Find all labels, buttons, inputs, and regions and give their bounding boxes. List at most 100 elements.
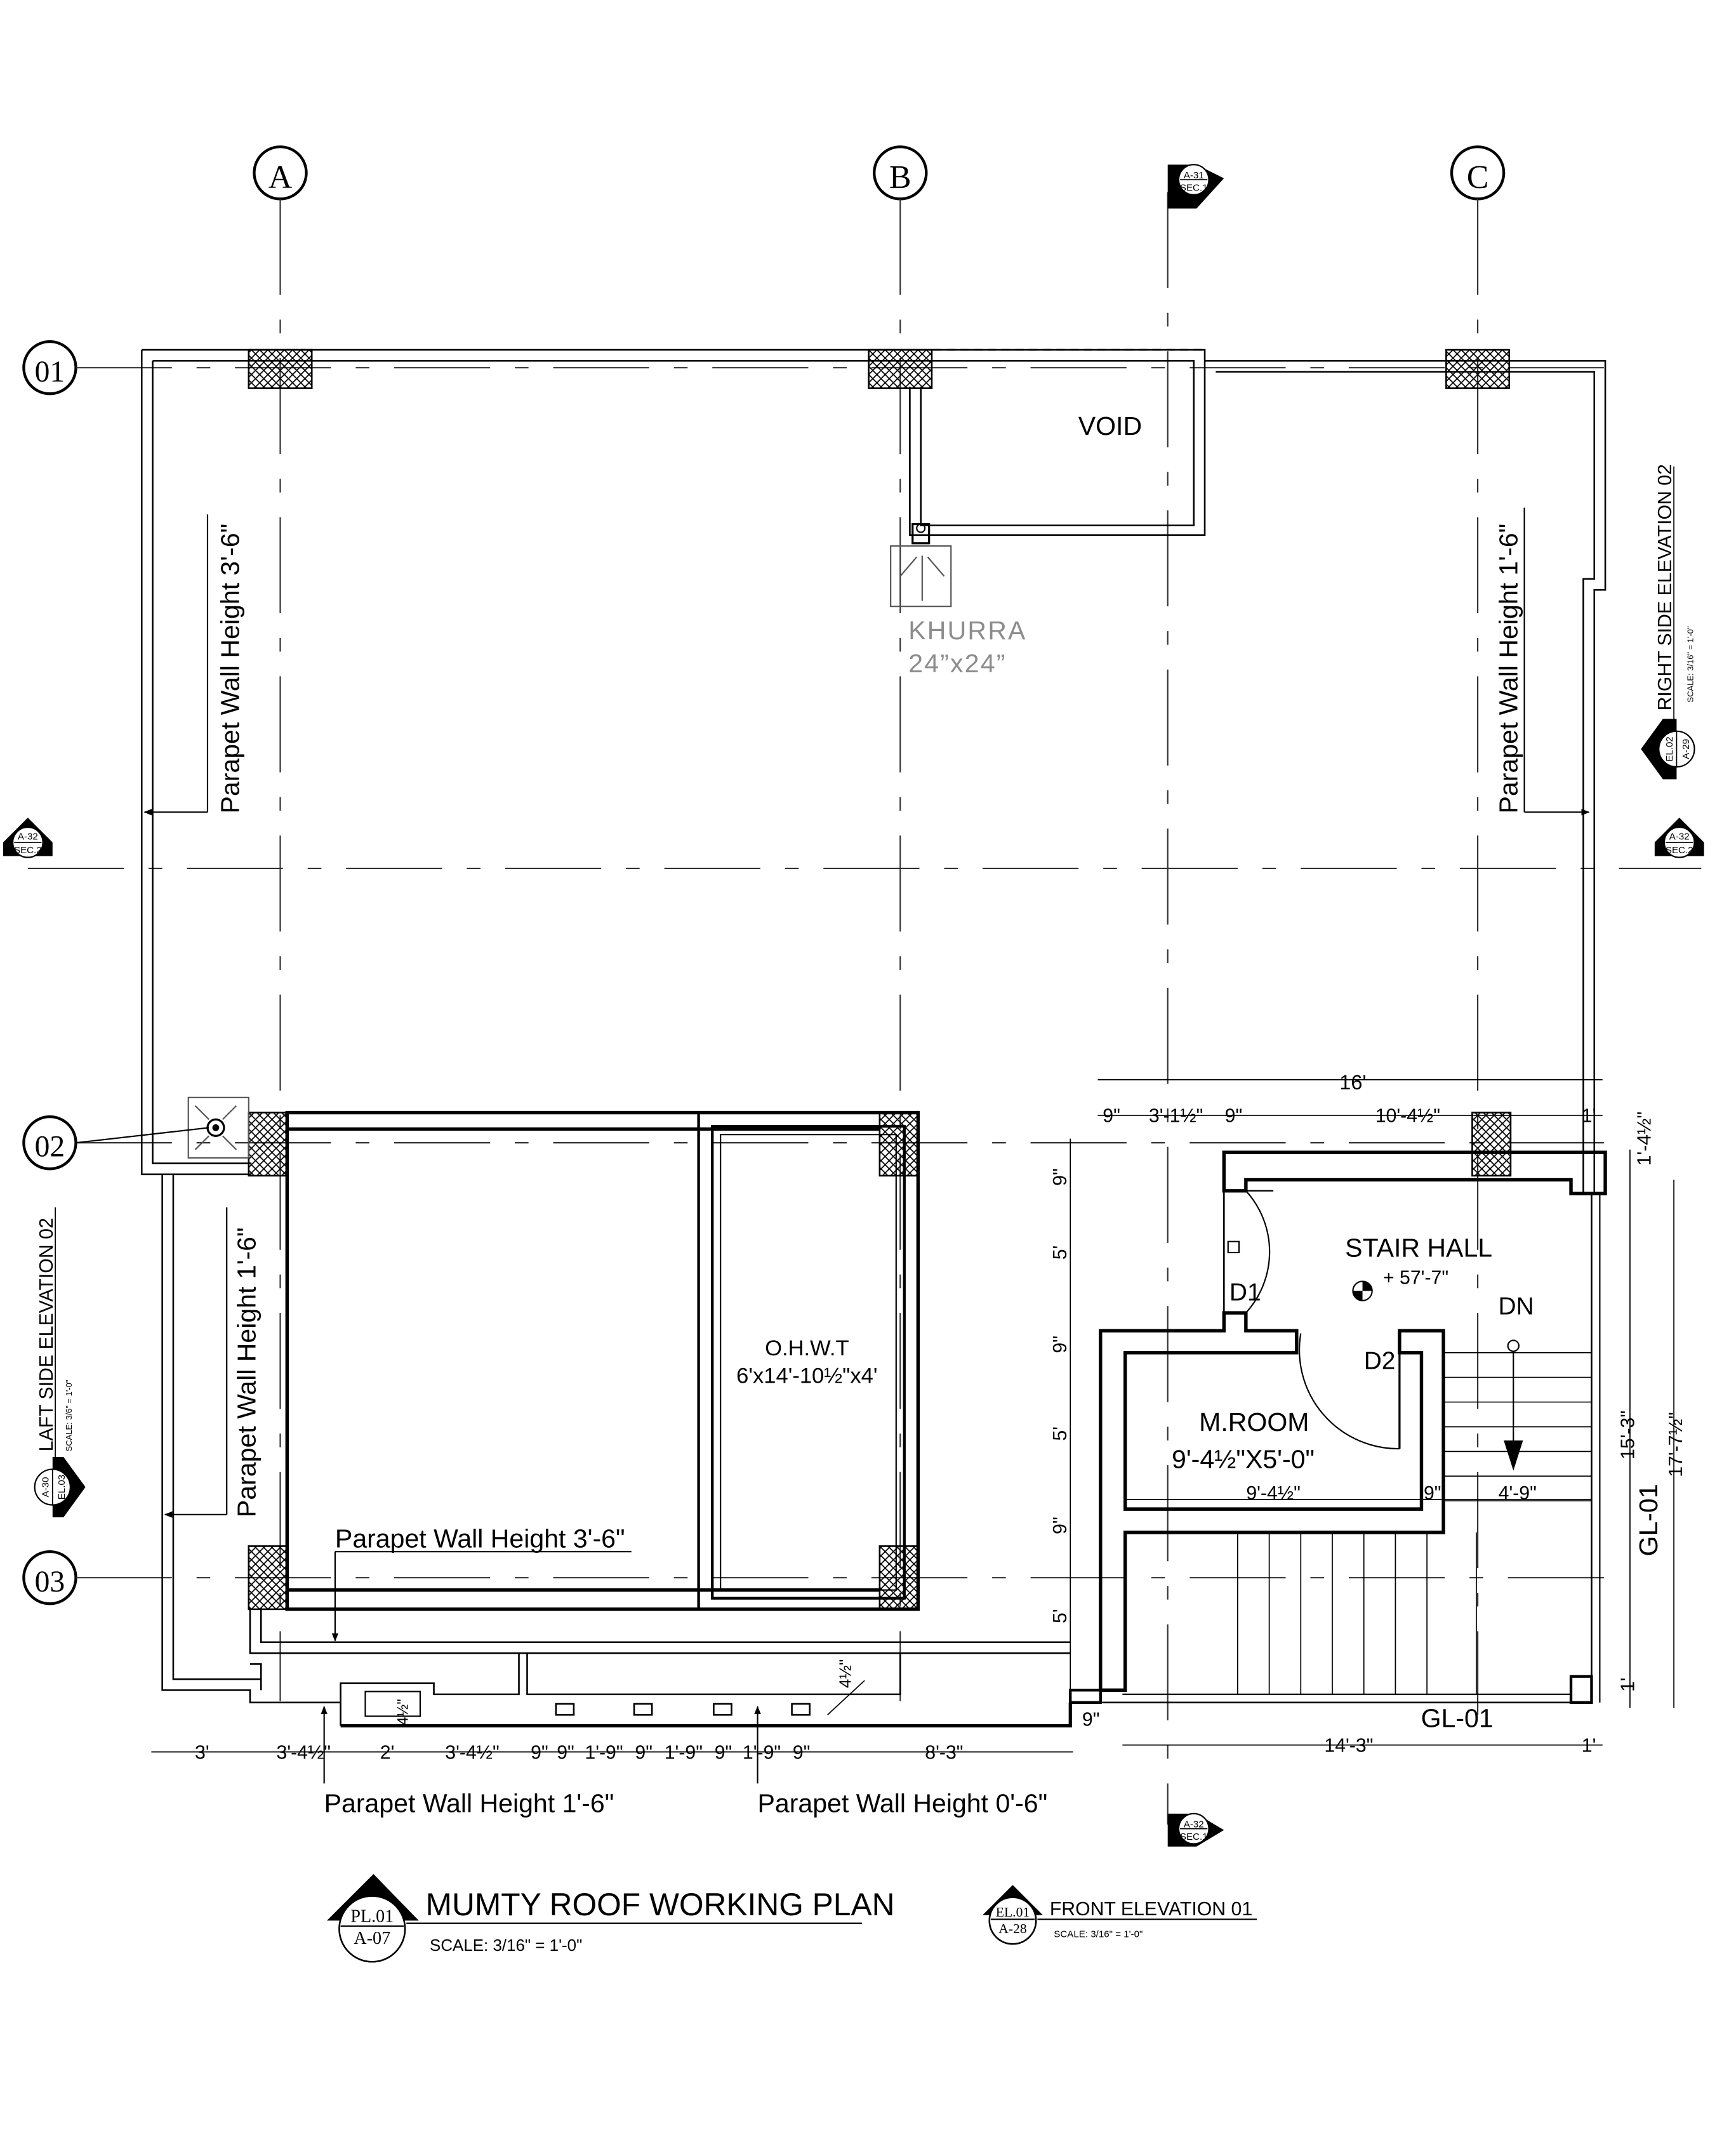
section-marker-bottom: A-32 SEC.1 (1167, 1812, 1224, 1847)
left-elev-ref: EL.03 (56, 1475, 67, 1499)
mroom-size: 9'-4½"X5'-0" (1172, 1444, 1315, 1473)
stair-hall: D1 D2 DN + 57'-7" (1069, 1150, 1607, 1704)
dim-bottom-right-1: 1' (1582, 1736, 1596, 1757)
right-elev-sheet: A-29 (1681, 739, 1692, 759)
stair-down-label: DN (1499, 1293, 1534, 1320)
dim-top-1: 3'-1½" (1149, 1106, 1203, 1127)
dim-top-0: 9" (1103, 1106, 1120, 1127)
dim-stair-width: 4'-9" (1499, 1483, 1537, 1504)
dim-bottom-3: 3'-4½" (445, 1742, 499, 1763)
grid-label-a: A (268, 159, 293, 196)
section-left-sheet: SEC.2 (14, 845, 42, 856)
mroom-label: M.ROOM (1199, 1407, 1309, 1437)
dim-bottom-11: 9" (793, 1742, 811, 1763)
ohwt-label: O.H.W.T (765, 1336, 849, 1360)
dim-mroom-wall: 9" (1424, 1483, 1441, 1504)
dim-mroom-width: 9'-4½" (1246, 1483, 1300, 1504)
note-parapet-bottom-right: Parapet Wall Height 0'-6" (758, 1789, 1048, 1818)
ohwt-size: 6'x14'-10½"x4' (736, 1364, 877, 1388)
note-parapet-bottom-mid: Parapet Wall Height 3'-6" (335, 1524, 625, 1553)
section-marker-top: A-31 SEC.1 (1167, 164, 1224, 209)
dim-corner: 9" (1082, 1710, 1100, 1731)
dim-left-0: 9" (1050, 1168, 1071, 1186)
void-label: VOID (1078, 411, 1142, 441)
note-parapet-top-right: Parapet Wall Height 1'-6" (1494, 524, 1523, 814)
right-elev-title: RIGHT SIDE ELEVATION 02 (1655, 464, 1676, 710)
grid-label-b: B (889, 159, 911, 196)
section-top-sheet: SEC.1 (1180, 182, 1208, 193)
section-right-ref: A-32 (1669, 832, 1690, 842)
parapet-walls (140, 349, 1607, 1728)
note-parapet-mid-left: Parapet Wall Height 1'-6" (232, 1227, 262, 1517)
door-d2: D2 (1364, 1348, 1396, 1375)
left-side-elevation-title: LAFT SIDE ELEVATION 02 SCALE: 3/6" = 1'-… (34, 1207, 86, 1518)
grid-label-03: 03 (35, 1565, 65, 1599)
parapet-notes: Parapet Wall Height 3'-6" Parapet Wall H… (143, 507, 1590, 1818)
dim-bottom-4: 9" (531, 1742, 548, 1763)
main-title-sheet: A-07 (354, 1929, 390, 1948)
grid-label-02: 02 (35, 1131, 65, 1164)
overhead-water-tank: O.H.W.T 6'x14'-10½"x4' (285, 1110, 920, 1611)
dim-left-5: 5' (1050, 1609, 1071, 1623)
khurra-size: 24”x24” (908, 649, 1006, 678)
dim-right-2: 1' (1617, 1677, 1638, 1692)
dim-right-1: 15'-3" (1617, 1411, 1638, 1459)
dim-left-4: 9" (1050, 1517, 1071, 1534)
right-elev-scale: SCALE: 3/16" = 1'-0" (1685, 626, 1695, 702)
front-elevation-title-block: EL.01 A-28 FRONT ELEVATION 01 SCALE: 3/1… (982, 1885, 1257, 1945)
left-elev-scale: SCALE: 3/6" = 1'-0" (64, 1379, 74, 1451)
dim-bottom-12: 8'-3" (925, 1742, 963, 1763)
dim-bottom-9: 9" (715, 1742, 732, 1763)
section-top-ref: A-31 (1184, 170, 1204, 181)
main-title: MUMTY ROOF WORKING PLAN (426, 1887, 895, 1922)
section-marker-right: A-32 SEC.2 (1654, 817, 1704, 858)
dim-left-1: 5' (1050, 1246, 1071, 1260)
door-d1: D1 (1229, 1279, 1261, 1306)
gridline-side-label: GL-01 (1634, 1484, 1663, 1556)
section-left-ref: A-32 (18, 832, 38, 842)
stair-hall-label: STAIR HALL (1345, 1233, 1492, 1262)
khurra-label: KHURRA (908, 616, 1026, 645)
front-title-scale: SCALE: 3/16" = 1'-0" (1054, 1929, 1143, 1939)
left-elev-sheet: A-30 (40, 1477, 51, 1498)
dim-top-3: 10'-4½" (1375, 1106, 1440, 1127)
dim-top-2: 9" (1225, 1106, 1243, 1127)
grid-axes: A B C 01 02 03 (22, 145, 1702, 1825)
front-title-sheet: A-28 (998, 1921, 1026, 1936)
dim-top-overall: 16' (1339, 1071, 1366, 1094)
dim-top-4: 1' (1582, 1106, 1596, 1127)
dim-right-overall: 17'-7½" (1666, 1412, 1686, 1477)
note-parapet-bottom-left: Parapet Wall Height 1'-6" (324, 1789, 614, 1818)
right-side-elevation-title: RIGHT SIDE ELEVATION 02 SCALE: 3/16" = 1… (1641, 464, 1695, 780)
stair-hall-level: + 57'-7" (1383, 1268, 1448, 1289)
dim-bottom-0: 3' (195, 1742, 209, 1763)
front-title: FRONT ELEVATION 01 (1050, 1899, 1252, 1920)
khurra: KHURRA 24”x24” (890, 522, 1026, 678)
dim-bottom-2: 2' (380, 1742, 395, 1763)
dim-bottom-5: 9" (557, 1742, 574, 1763)
left-elev-title: LAFT SIDE ELEVATION 02 (36, 1218, 57, 1451)
grid-label-c: C (1467, 159, 1489, 196)
columns (248, 349, 1512, 1611)
note-parapet-top-left: Parapet Wall Height 3'-6" (216, 524, 245, 814)
dim-bottom-7: 9" (635, 1742, 653, 1763)
grid-label-01: 01 (35, 356, 65, 389)
dim-left-3: 5' (1050, 1426, 1071, 1441)
dim-bottom-8: 1'-9" (665, 1742, 703, 1763)
dim-left-2: 9" (1050, 1336, 1071, 1353)
dim-bottom-6: 1'-9" (585, 1742, 623, 1763)
bottom-dimensions: 3' 3'-4½" 2' 3'-4½" 9" 9" 1'-9" 9" 1'-9"… (151, 1659, 1073, 1763)
section-bottom-ref: A-32 (1184, 1819, 1204, 1830)
main-title-scale: SCALE: 3/16" = 1'-0" (430, 1937, 582, 1955)
dim-small-a: 4½" (394, 1699, 411, 1725)
roof-drain (76, 1096, 249, 1159)
dim-bottom-10: 1'-9" (743, 1742, 781, 1763)
dim-bottom-1: 3'-4½" (277, 1742, 331, 1763)
dim-right-0: 1'-4½" (1634, 1112, 1655, 1166)
front-title-ref: EL.01 (996, 1904, 1030, 1920)
section-right-sheet: SEC.2 (1666, 845, 1693, 856)
main-title-ref: PL.01 (350, 1907, 394, 1927)
stair-dimensions: 16' 9" 3'-1½" 9" 10'-4½" 1' 9" 5' 9" 5' … (1050, 1071, 1686, 1757)
section-bottom-sheet: SEC.1 (1180, 1831, 1208, 1842)
